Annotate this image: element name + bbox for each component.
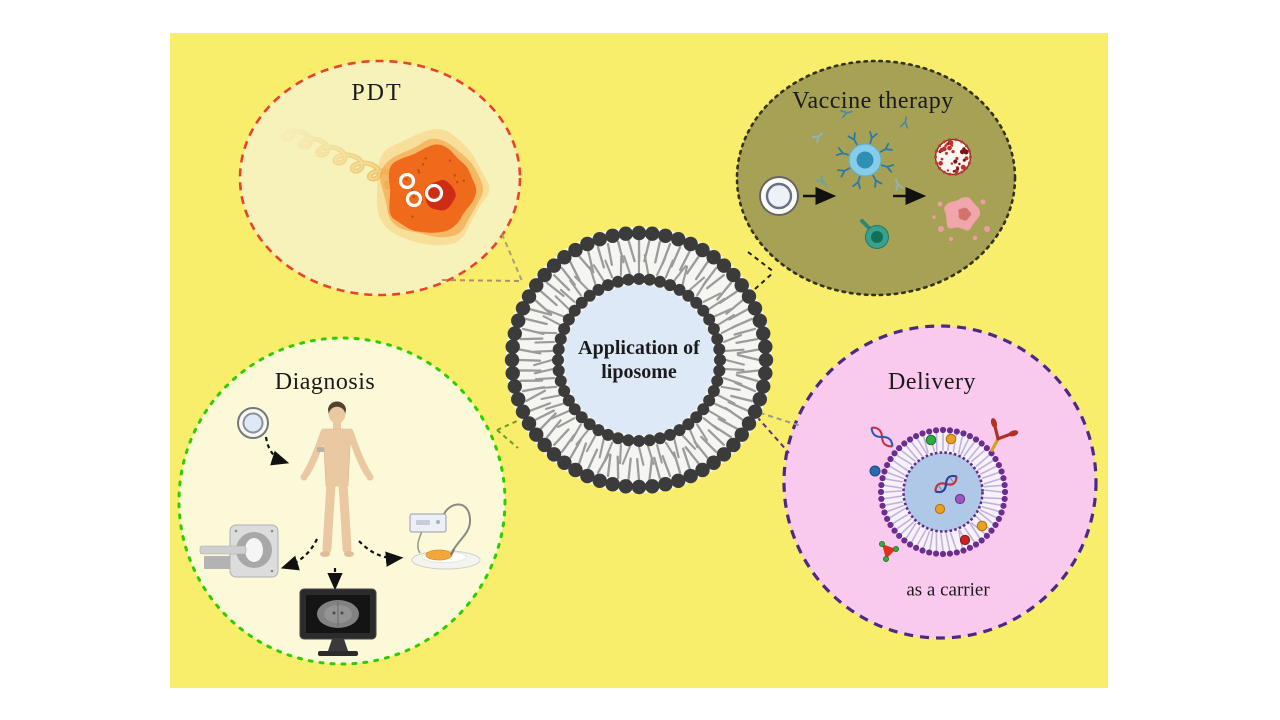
figure-canvas: PDT Vaccine therapy Diagnosis Delivery a… (170, 33, 1108, 688)
delivery-scene (869, 418, 1019, 563)
antibody-icon (990, 418, 1019, 452)
vaccine-label: Vaccine therapy (792, 87, 954, 114)
dna-strand-icon (870, 426, 894, 448)
vaccine-scene (759, 109, 990, 249)
t-cell-icon (860, 219, 889, 249)
drug-dot-orange-inner (934, 503, 946, 515)
light-beam-icon (280, 128, 400, 190)
vaccine-circle (735, 59, 1017, 297)
molecule-icon (879, 540, 900, 563)
human-body-icon (300, 401, 374, 557)
center-title-line1: Application of (578, 337, 700, 359)
pdt-label: PDT (351, 79, 403, 106)
delivery-caption: as a carrier (906, 579, 990, 601)
center-title: Application of liposome (578, 336, 700, 384)
liposome-small-icon (237, 407, 269, 439)
delivery-label: Delivery (888, 368, 976, 395)
drug-dot-red (959, 534, 971, 546)
center-title-line2: liposome (601, 361, 677, 383)
ligand-dot-blue (869, 465, 881, 477)
lab-device-icon (409, 503, 481, 570)
liposome-applications-diagram (177, 59, 1098, 666)
arrow-liposome-to-body (264, 436, 290, 466)
dna-helix-cargo-icon (934, 474, 958, 494)
drug-dot-purple (954, 493, 966, 505)
vaccine-connector (747, 251, 775, 290)
liposome-small-icon (759, 176, 799, 216)
diagnosis-scene (199, 401, 481, 656)
virus-icon (934, 138, 972, 176)
diagnosis-label: Diagnosis (274, 368, 376, 395)
immune-cell-icon (811, 109, 909, 192)
drug-dot-orange-top (945, 433, 957, 445)
arrow-body-to-ct (280, 538, 318, 571)
central-liposome-icon (504, 225, 774, 495)
drug-dot-orange-right (976, 520, 988, 532)
tumor-cell-icon (376, 128, 490, 246)
scan-monitor-icon (299, 588, 377, 656)
destroyed-cell-icon (932, 197, 990, 241)
pdt-scene (280, 128, 490, 246)
drug-dot-green (925, 434, 937, 446)
arrow-body-to-device (358, 540, 404, 567)
ct-scanner-icon (199, 524, 279, 578)
pdt-connector (441, 233, 523, 282)
